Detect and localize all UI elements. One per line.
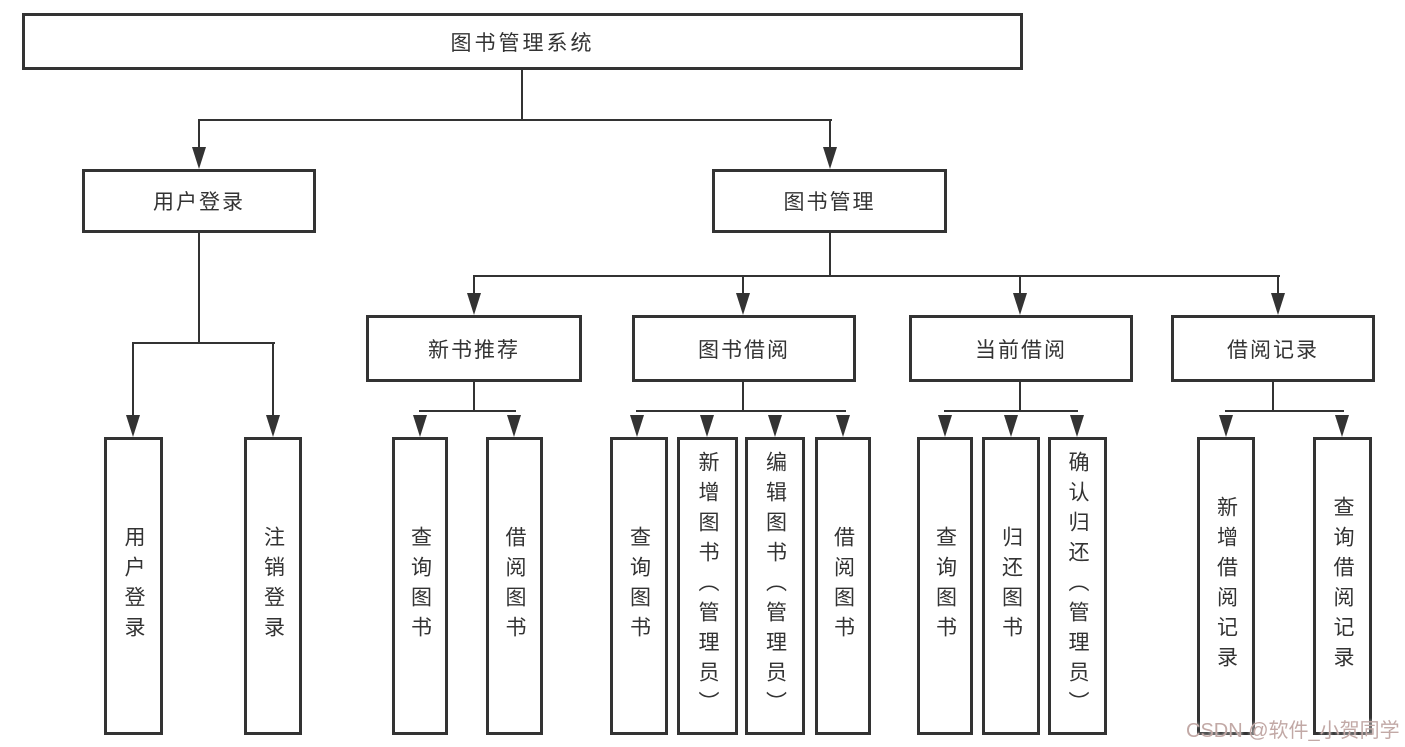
arrowhead-down-icon [467,293,481,315]
connector-root-vline [521,70,523,121]
node-label: 借阅记录 [1227,338,1319,362]
connector-bookborrow-hline [636,410,846,412]
leaf-borrow-books-recommend: 借阅图书 [486,437,543,735]
connector-newbook-hline [419,410,516,412]
arrowhead-down-icon [836,415,850,437]
arrowhead-down-icon [768,415,782,437]
node-label: 新增图书（管理员） [696,451,719,721]
connector-userlogin-hline [132,342,275,344]
connector-bookmgmt-drop-1 [473,275,475,300]
arrowhead-down-icon [1271,293,1285,315]
node-borrowing-records: 借阅记录 [1171,315,1375,382]
arrowhead-down-icon [630,415,644,437]
connector-currentborrow-hline [944,410,1078,412]
node-label: 图书管理 [783,191,876,214]
connector-bookmgmt-drop-4 [1277,275,1279,300]
node-label: 查询图书 [408,526,432,646]
connector-bookmgmt-vline [829,233,831,277]
csdn-watermark: CSDN @软件_小贺同学 [1186,720,1400,742]
node-user-login: 用户登录 [82,169,316,233]
node-root-library-management-system: 图书管理系统 [22,13,1023,70]
arrowhead-down-icon [413,415,427,437]
connector-root-drop-right [829,119,831,152]
node-label: 图书借阅 [698,338,790,362]
connector-root-hline [198,119,832,121]
node-label: 注销登录 [261,526,285,646]
leaf-add-books-admin: 新增图书（管理员） [677,437,738,735]
node-label: 借阅图书 [831,526,855,646]
leaf-query-books-recommend: 查询图书 [392,437,448,735]
node-label: 用户登录 [153,191,245,214]
connector-records-vline [1272,382,1274,412]
node-current-borrowing: 当前借阅 [909,315,1133,382]
connector-userlogin-drop-right [272,342,274,420]
node-label: 归还图书 [999,526,1023,646]
arrowhead-down-icon [1004,415,1018,437]
leaf-query-borrow-record: 查询借阅记录 [1313,437,1372,735]
connector-userlogin-vline [198,233,200,344]
connector-newbook-vline [473,382,475,412]
node-new-book-recommendation: 新书推荐 [366,315,582,382]
leaf-borrow-books-borrowing: 借阅图书 [815,437,871,735]
connector-bookborrow-vline [742,382,744,412]
arrowhead-down-icon [1070,415,1084,437]
node-label: 用户登录 [122,526,145,646]
node-label: 编辑图书（管理员） [763,451,787,721]
leaf-query-books-current: 查询图书 [917,437,973,735]
node-book-borrowing: 图书借阅 [632,315,856,382]
connector-records-hline [1225,410,1344,412]
node-label: 确认归还（管理员） [1066,451,1089,721]
connector-root-drop-left [198,119,200,152]
arrowhead-down-icon [736,293,750,315]
arrowhead-down-icon [1335,415,1349,437]
arrowhead-down-icon [192,147,206,169]
node-label: 借阅图书 [503,526,526,646]
arrowhead-down-icon [823,147,837,169]
node-label: 新书推荐 [428,338,520,362]
node-label: 查询图书 [627,526,651,646]
leaf-logout: 注销登录 [244,437,302,735]
connector-bookmgmt-drop-3 [1019,275,1021,300]
leaf-edit-books-admin: 编辑图书（管理员） [745,437,805,735]
arrowhead-down-icon [266,415,280,437]
leaf-return-books: 归还图书 [982,437,1040,735]
connector-bookmgmt-drop-2 [742,275,744,300]
arrowhead-down-icon [1013,293,1027,315]
leaf-query-books-borrowing: 查询图书 [610,437,668,735]
node-label: 查询借阅记录 [1331,496,1354,676]
node-book-management: 图书管理 [712,169,947,233]
node-label: 当前借阅 [975,338,1067,362]
connector-currentborrow-vline [1019,382,1021,412]
arrowhead-down-icon [1219,415,1233,437]
arrowhead-down-icon [700,415,714,437]
arrowhead-down-icon [507,415,521,437]
leaf-user-login: 用户登录 [104,437,163,735]
leaf-add-borrow-record: 新增借阅记录 [1197,437,1255,735]
node-label: 图书管理系统 [450,31,595,55]
connector-userlogin-drop-left [132,342,134,420]
node-label: 新增借阅记录 [1214,496,1238,676]
arrowhead-down-icon [126,415,140,437]
connector-bookmgmt-hline [473,275,1280,277]
leaf-confirm-return-admin: 确认归还（管理员） [1048,437,1107,735]
arrowhead-down-icon [938,415,952,437]
node-label: 查询图书 [933,526,957,646]
